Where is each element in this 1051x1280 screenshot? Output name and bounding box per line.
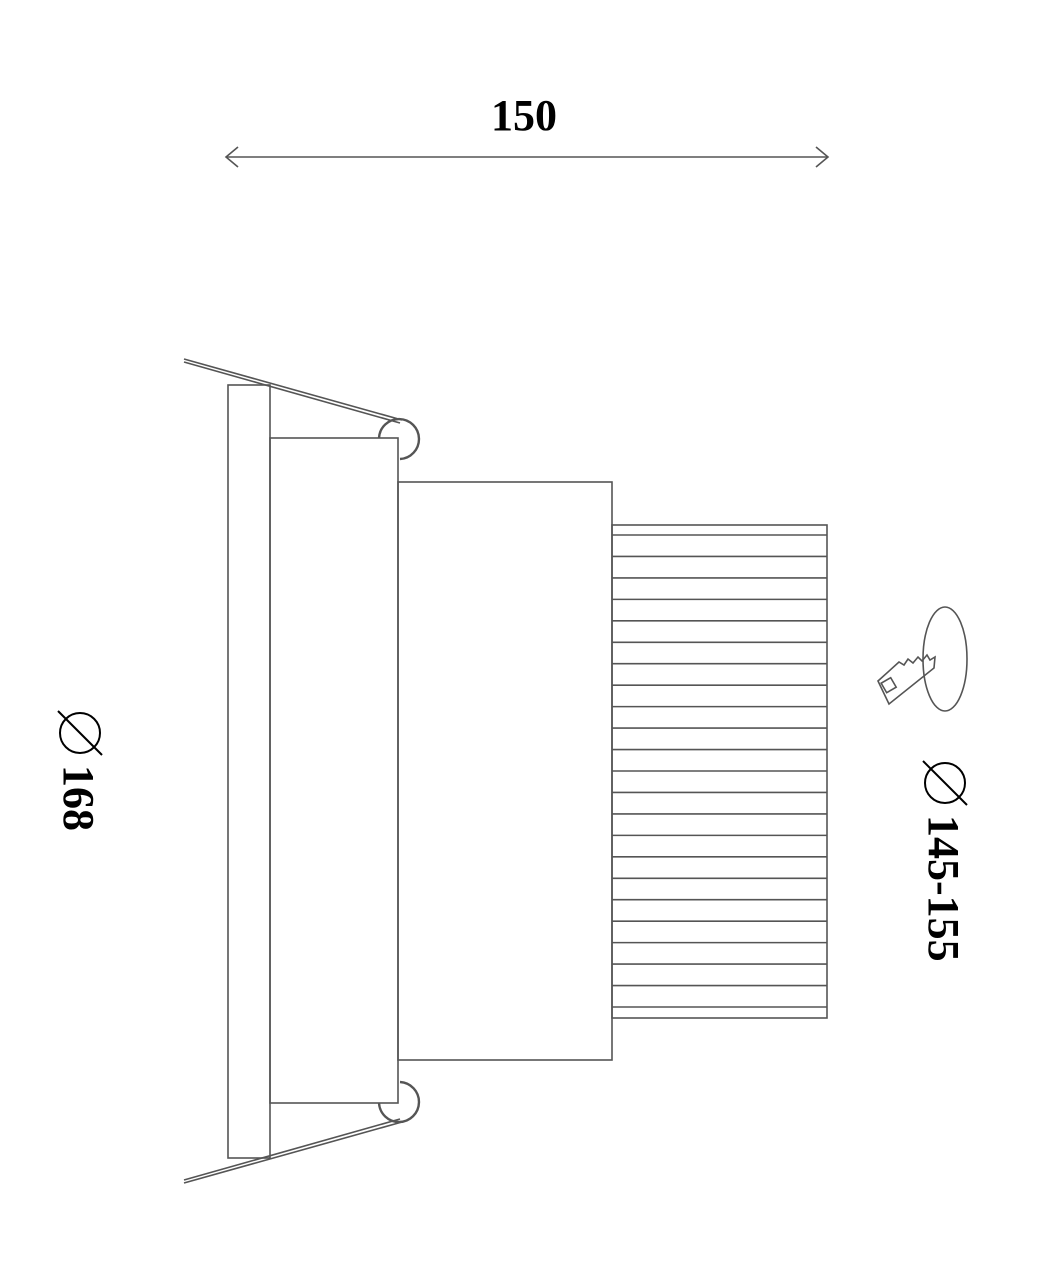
trim-flange: [227, 384, 271, 1159]
heatsink: [611, 524, 828, 1019]
diameter-icon: [922, 760, 968, 806]
middle-body: [397, 481, 613, 1061]
cutout-diameter-label: 145-155: [919, 815, 968, 962]
spring-clip-top: [183, 358, 421, 461]
cutout-diameter-dimension: 145-155: [919, 760, 968, 962]
saw-cutout-icon: [877, 606, 968, 712]
front-body: [269, 437, 399, 1104]
length-dimension: 150: [224, 91, 830, 168]
length-label: 150: [491, 91, 557, 140]
diameter-icon: [57, 710, 103, 756]
spring-clip-bottom: [183, 1080, 421, 1184]
outer-diameter-label: 168: [54, 765, 103, 831]
outer-diameter-dimension: 168: [54, 710, 103, 831]
